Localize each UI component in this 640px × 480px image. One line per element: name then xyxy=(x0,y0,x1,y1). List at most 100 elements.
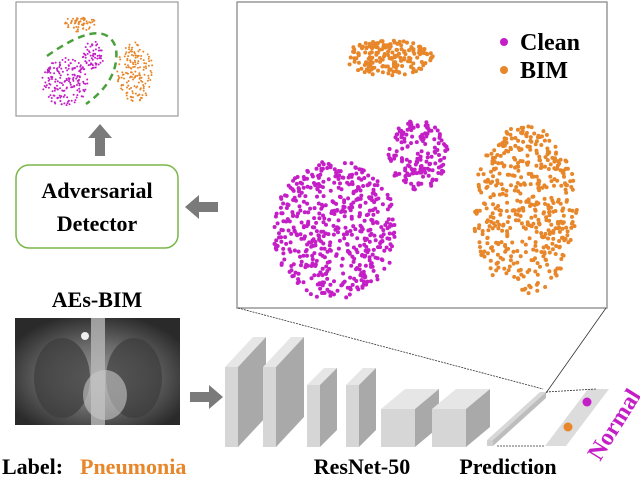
bim-point xyxy=(565,233,570,238)
bim-point xyxy=(374,41,379,46)
clean-point xyxy=(354,247,359,252)
clean-point xyxy=(426,173,431,178)
clean-point xyxy=(274,211,279,216)
clean-point xyxy=(330,199,335,204)
clean-point xyxy=(419,170,424,175)
bim-point xyxy=(506,268,511,273)
clean-point xyxy=(299,263,303,268)
clean-point xyxy=(72,79,75,82)
clean-point xyxy=(84,82,87,85)
bim-point xyxy=(557,229,562,234)
bim-point xyxy=(515,260,520,265)
bim-point xyxy=(399,47,404,52)
bim-point xyxy=(400,64,405,68)
clean-point xyxy=(69,81,72,84)
clean-point xyxy=(63,102,66,105)
bim-point xyxy=(428,58,433,63)
bim-point xyxy=(515,249,520,253)
zoom-line-left xyxy=(237,307,544,390)
clean-point xyxy=(385,192,390,197)
clean-point xyxy=(371,212,376,217)
bim-point xyxy=(553,156,557,161)
clean-point xyxy=(358,223,363,228)
clean-point xyxy=(321,220,326,225)
bim-point xyxy=(542,196,547,201)
bim-point xyxy=(142,59,145,62)
clean-point xyxy=(293,176,297,181)
clean-point xyxy=(47,77,50,79)
clean-point xyxy=(49,83,52,86)
bim-point xyxy=(374,58,379,63)
bim-point xyxy=(494,183,499,188)
bim-point xyxy=(551,201,556,205)
bim-point xyxy=(540,134,544,139)
clean-point xyxy=(303,194,308,199)
clean-point xyxy=(349,214,354,219)
bim-point xyxy=(356,60,361,65)
clean-point xyxy=(273,243,278,248)
clean-point xyxy=(404,157,409,162)
clean-point xyxy=(94,62,97,65)
bim-point xyxy=(140,76,143,79)
bim-point xyxy=(476,184,481,189)
clean-point xyxy=(82,68,85,71)
prediction-output-plane xyxy=(545,389,609,446)
bim-point xyxy=(121,73,124,76)
clean-point xyxy=(399,140,404,145)
bim-point xyxy=(513,212,518,217)
clean-point xyxy=(440,168,444,173)
bim-point xyxy=(394,69,399,74)
bim-point xyxy=(412,51,417,56)
bim-point xyxy=(521,225,526,230)
clean-point xyxy=(322,255,327,260)
bim-point xyxy=(515,276,520,281)
clean-point xyxy=(312,206,317,211)
clean-point xyxy=(418,157,423,162)
clean-point xyxy=(419,149,424,154)
clean-point xyxy=(82,82,85,85)
clean-point xyxy=(437,134,442,139)
bim-point xyxy=(532,131,537,136)
clean-point xyxy=(54,78,57,81)
clean-point xyxy=(415,151,420,156)
bim-point xyxy=(515,198,520,203)
clean-point xyxy=(47,86,50,89)
clean-point xyxy=(380,202,385,207)
clean-point xyxy=(415,123,420,128)
clean-point xyxy=(307,240,312,245)
clean-point xyxy=(78,90,81,93)
bim-point xyxy=(401,39,406,44)
clean-point xyxy=(342,236,347,241)
clean-point xyxy=(336,185,341,190)
bim-point xyxy=(125,51,128,54)
bim-point xyxy=(544,132,549,137)
clean-point xyxy=(429,154,434,159)
bim-point xyxy=(133,65,136,68)
clean-point xyxy=(425,155,430,160)
clean-point xyxy=(331,232,336,237)
clean-point xyxy=(331,223,336,228)
clean-point xyxy=(336,218,341,223)
resnet-layer-block xyxy=(307,368,337,447)
clean-point xyxy=(407,173,412,178)
clean-point xyxy=(94,56,97,59)
bim-point xyxy=(518,199,523,204)
bim-point xyxy=(562,238,567,243)
bim-point xyxy=(499,208,503,213)
clean-point xyxy=(78,82,81,85)
clean-point xyxy=(314,229,319,234)
clean-point xyxy=(414,140,419,145)
clean-point xyxy=(75,96,78,99)
clean-point xyxy=(408,120,413,125)
clean-point xyxy=(325,166,330,170)
bim-point xyxy=(93,23,96,26)
bim-point xyxy=(536,221,541,226)
bim-point xyxy=(512,173,517,178)
clean-point xyxy=(394,132,399,137)
bim-point xyxy=(529,125,534,130)
bim-point xyxy=(492,148,497,153)
bim-point xyxy=(509,127,513,131)
prediction-vector xyxy=(493,392,546,446)
bim-point xyxy=(90,18,93,21)
bim-point xyxy=(410,70,415,75)
